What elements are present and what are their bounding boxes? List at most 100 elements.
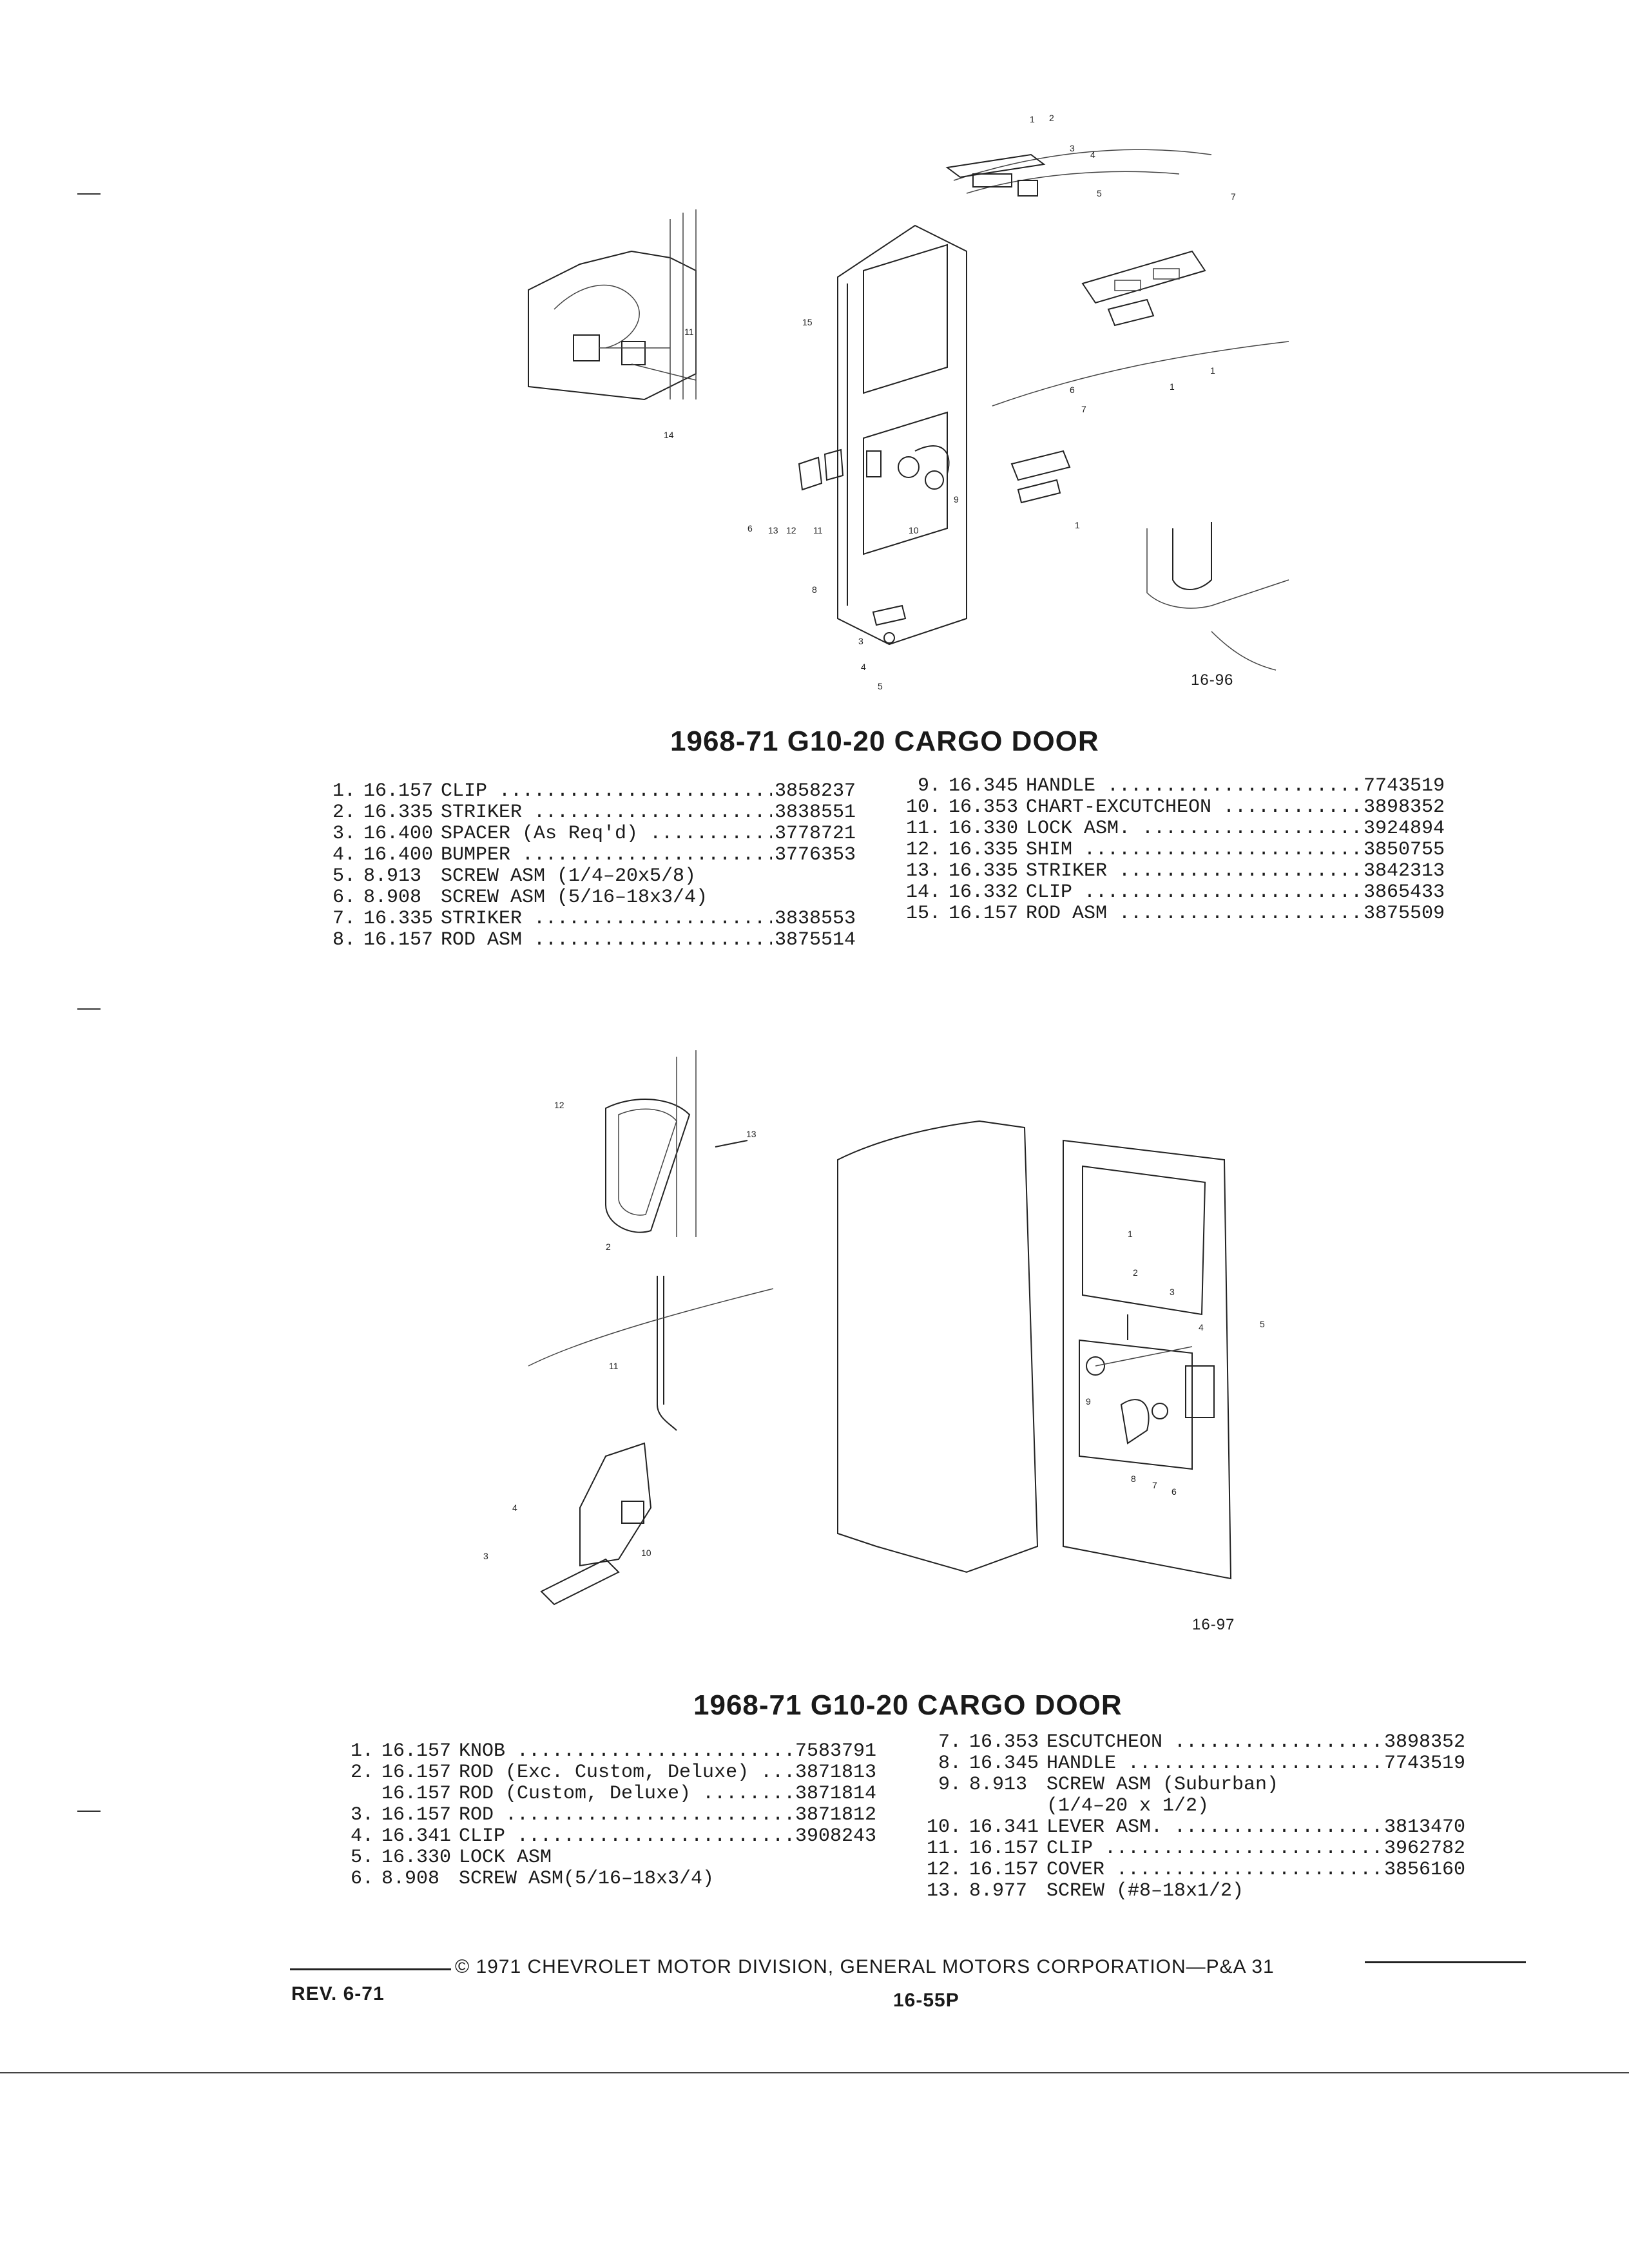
callout: 3 <box>858 636 863 646</box>
parts-row: 3.16.157ROD3871812 <box>322 1805 902 1826</box>
callout: 1 <box>1210 365 1215 376</box>
callout: 12 <box>554 1100 564 1110</box>
parts-row: 2.16.335STRIKER3838551 <box>304 802 884 823</box>
lower-striker-drawing <box>992 341 1289 504</box>
section-title: 1968-71 G10-20 CARGO DOOR <box>670 726 1099 757</box>
callout: 6 <box>1171 1486 1177 1497</box>
callout: 8 <box>812 584 817 595</box>
parts-row: 14.16.332CLIP3865433 <box>889 882 1469 903</box>
callout: 8 <box>1131 1474 1136 1484</box>
callout: 15 <box>802 317 813 327</box>
parts-row: 12.16.335SHIM3850755 <box>889 840 1469 861</box>
callout: 5 <box>878 681 883 691</box>
callout: 1 <box>1030 114 1035 124</box>
figure-16-96-illustration: 1 2 3 4 5 7 15 11 14 6 7 1 1 6 13 12 11 … <box>528 113 1289 691</box>
callout: 3 <box>1170 1287 1175 1297</box>
callout: 1 <box>1170 381 1175 392</box>
parts-row: 7.16.335STRIKER3838553 <box>304 908 884 930</box>
figure-label: 16-97 <box>1192 1616 1235 1633</box>
parts-list-right: 7.16.353ESCUTCHEON3898352 8.16.345HANDLE… <box>910 1732 1490 1902</box>
figure-16-97-illustration: 12 13 2 11 4 3 10 1 2 3 4 5 9 8 7 6 <box>483 1050 1265 1606</box>
page-number: 16-55P <box>893 1990 959 2011</box>
callout: 7 <box>1152 1480 1157 1490</box>
parts-row: 1.16.157KNOB7583791 <box>322 1741 902 1762</box>
parts-row: 4.16.400BUMPER3776353 <box>304 845 884 866</box>
edge-mark <box>77 1008 101 1010</box>
handle-lock-drawing <box>798 445 950 491</box>
callout: 2 <box>606 1242 611 1252</box>
figure1-callouts: 1 2 3 4 5 7 15 11 14 6 7 1 1 6 13 12 11 … <box>664 113 1236 691</box>
callout: 7 <box>1081 404 1086 414</box>
door-open-drawing <box>837 1120 1232 1580</box>
callout: 12 <box>786 525 796 535</box>
footer-rule <box>1365 1961 1526 1963</box>
callout: 4 <box>1090 149 1095 160</box>
striker-plate-drawing <box>1081 250 1206 327</box>
bottom-bumper-drawing <box>872 604 907 644</box>
callout: 4 <box>1199 1322 1204 1332</box>
callout: 11 <box>684 327 694 337</box>
callout: 6 <box>747 523 753 533</box>
figure-label: 16-96 <box>1191 671 1234 689</box>
parts-row: 9.16.345HANDLE7743519 <box>889 776 1469 797</box>
copyright-line: © 1971 CHEVROLET MOTOR DIVISION, GENERAL… <box>455 1956 1275 1977</box>
bottom-edge-rule <box>0 2072 1629 2073</box>
callout: 5 <box>1097 188 1102 198</box>
footer-rule <box>290 1968 451 1970</box>
parts-row: 13.16.335STRIKER3842313 <box>889 861 1469 882</box>
callout: 11 <box>813 525 823 535</box>
callout: 9 <box>1086 1396 1091 1407</box>
callout: 1 <box>1075 520 1080 530</box>
edge-mark <box>77 1811 101 1812</box>
inset-latch-drawing <box>528 209 697 401</box>
callout: 11 <box>609 1361 619 1371</box>
callout: 13 <box>746 1129 757 1139</box>
callout: 7 <box>1231 191 1236 202</box>
parts-row: 11.16.157CLIP3962782 <box>910 1838 1490 1860</box>
parts-list-right: 9.16.345HANDLE7743519 10.16.353CHART-EXC… <box>889 776 1469 925</box>
parts-row: 1.16.157CLIP3858237 <box>304 781 884 802</box>
figure2-callouts: 12 13 2 11 4 3 10 1 2 3 4 5 9 8 7 6 <box>483 1100 1265 1561</box>
parts-row: (1/4–20 x 1/2) <box>1046 1795 1210 1817</box>
callout: 4 <box>861 662 866 672</box>
callout: 1 <box>1128 1229 1133 1239</box>
revision-label: REV. 6-71 <box>291 1983 385 2004</box>
callout: 2 <box>1049 113 1054 123</box>
callout: 10 <box>909 525 919 535</box>
inset-hinge-drawing <box>1146 522 1289 671</box>
section-title: 1968-71 G10-20 CARGO DOOR <box>693 1689 1123 1721</box>
parts-row: 4.16.341CLIP3908243 <box>322 1826 902 1847</box>
callout: 2 <box>1133 1267 1138 1278</box>
top-striker-drawing <box>945 153 1046 197</box>
callout: 6 <box>1070 385 1075 395</box>
cover-inset-drawing <box>605 1050 748 1237</box>
callout: 9 <box>954 494 959 505</box>
callout: 4 <box>512 1503 517 1513</box>
callout: 14 <box>664 430 674 440</box>
callout: 13 <box>768 525 778 535</box>
callout: 10 <box>641 1548 651 1558</box>
parts-row: 12.16.157COVER3856160 <box>910 1860 1490 1881</box>
edge-mark <box>77 193 101 195</box>
callout: 3 <box>483 1551 488 1561</box>
rod-lever-drawing <box>528 1276 774 1606</box>
parts-row: 7.16.353ESCUTCHEON3898352 <box>910 1732 1490 1753</box>
door-drawing <box>837 149 1212 646</box>
callout: 5 <box>1260 1319 1265 1329</box>
parts-list-left: 1.16.157CLIP3858237 2.16.335STRIKER38385… <box>304 781 884 951</box>
callout: 3 <box>1070 143 1075 153</box>
parts-row: 8.16.345HANDLE7743519 <box>910 1753 1490 1774</box>
